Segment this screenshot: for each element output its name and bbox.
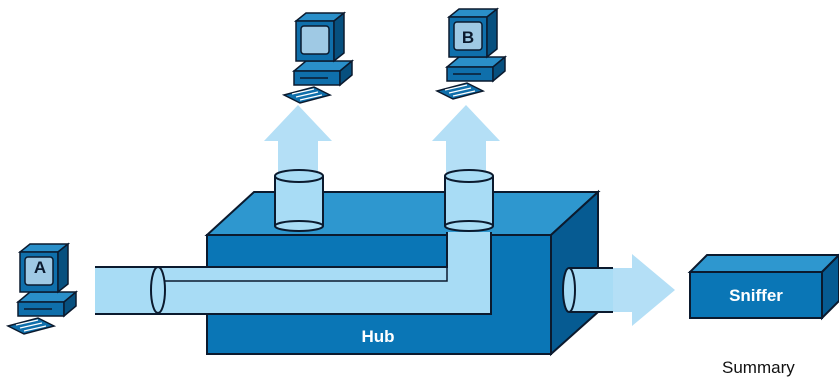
caption: Summary xyxy=(722,358,795,377)
output-tube xyxy=(562,267,613,313)
computer-b-label: B xyxy=(462,28,474,47)
port-cylinder-left xyxy=(274,169,324,232)
sniffer-label: Sniffer xyxy=(729,286,783,305)
arrow-right-icon xyxy=(613,254,675,326)
computer-b-icon xyxy=(436,8,506,100)
computer-a-label: A xyxy=(34,258,46,277)
signal-pipe xyxy=(95,232,492,315)
port-cylinder-right xyxy=(444,169,494,232)
arrow-up-right-icon xyxy=(432,105,500,178)
hub-label: Hub xyxy=(361,327,394,346)
arrow-up-left-icon xyxy=(264,105,332,178)
computer-icon xyxy=(283,12,353,104)
sniffer-box xyxy=(687,253,839,321)
